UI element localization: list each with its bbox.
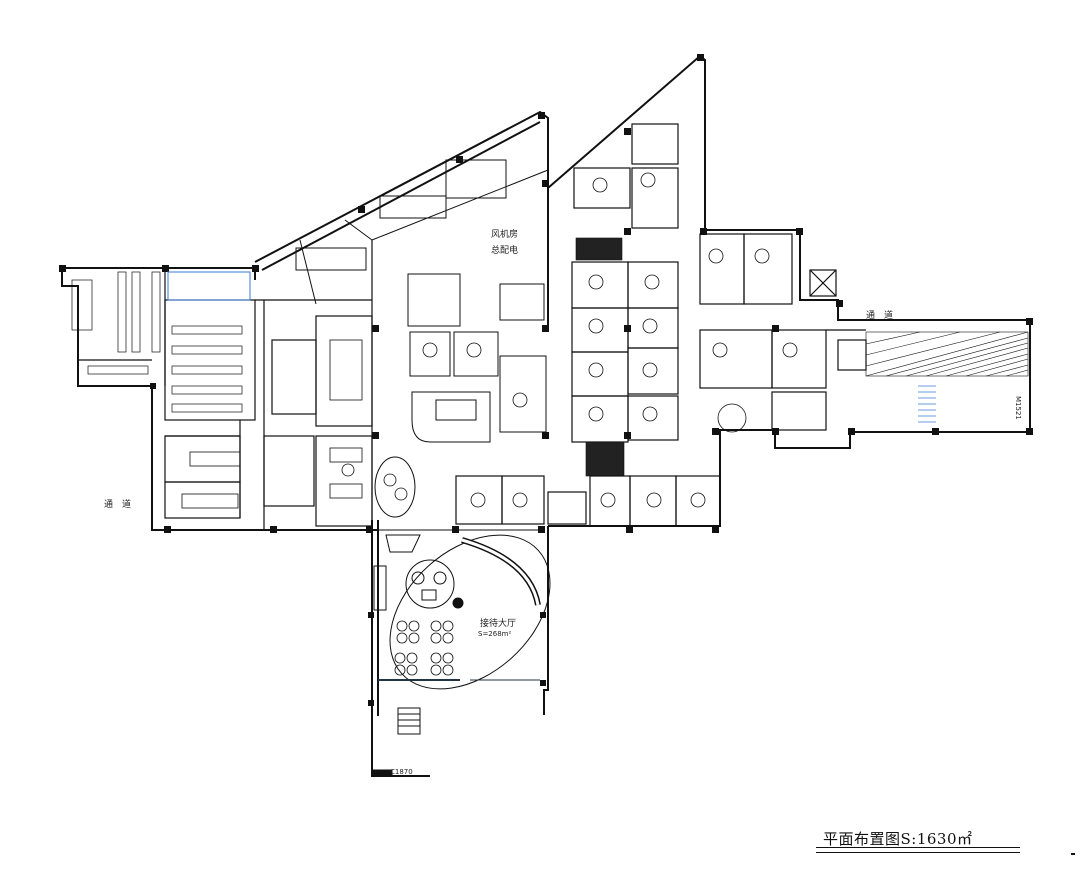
window-strip — [167, 271, 251, 301]
stair-hatch — [575, 237, 1029, 477]
corridor-right-label: 通 道 — [866, 311, 894, 321]
corner-mark — [1071, 853, 1075, 855]
corridor-left-label: 通 道 — [104, 500, 132, 510]
bottom-row-rooms — [455, 475, 721, 527]
reception-column — [452, 597, 464, 609]
fan-room-label: 风机房 — [491, 230, 519, 240]
reception-furniture — [373, 529, 551, 690]
spine-rooms — [571, 123, 679, 443]
dental-chairs — [341, 172, 798, 508]
round-table-left — [374, 456, 416, 518]
exit-label-bottom: C1870 — [390, 768, 413, 776]
lobby-seating — [394, 620, 454, 676]
reception-hall-label: 接待大厅 — [480, 619, 517, 629]
reception-area-label: S=268m² — [478, 630, 512, 638]
upper-diagonal-rooms — [295, 159, 549, 443]
exit-stair — [371, 707, 421, 777]
exit-label-right: M1521 — [1014, 396, 1022, 420]
meeting-tables-left — [181, 339, 363, 509]
right-wing-rooms — [699, 233, 867, 431]
power-room-label: 总配电 — [491, 246, 519, 256]
title-underline — [816, 847, 1020, 853]
desk-grid — [71, 271, 243, 413]
plan-title: 平面布置图S:1630㎡ — [823, 830, 973, 848]
stair-run — [918, 385, 936, 423]
left-wing-partitions — [78, 240, 373, 530]
